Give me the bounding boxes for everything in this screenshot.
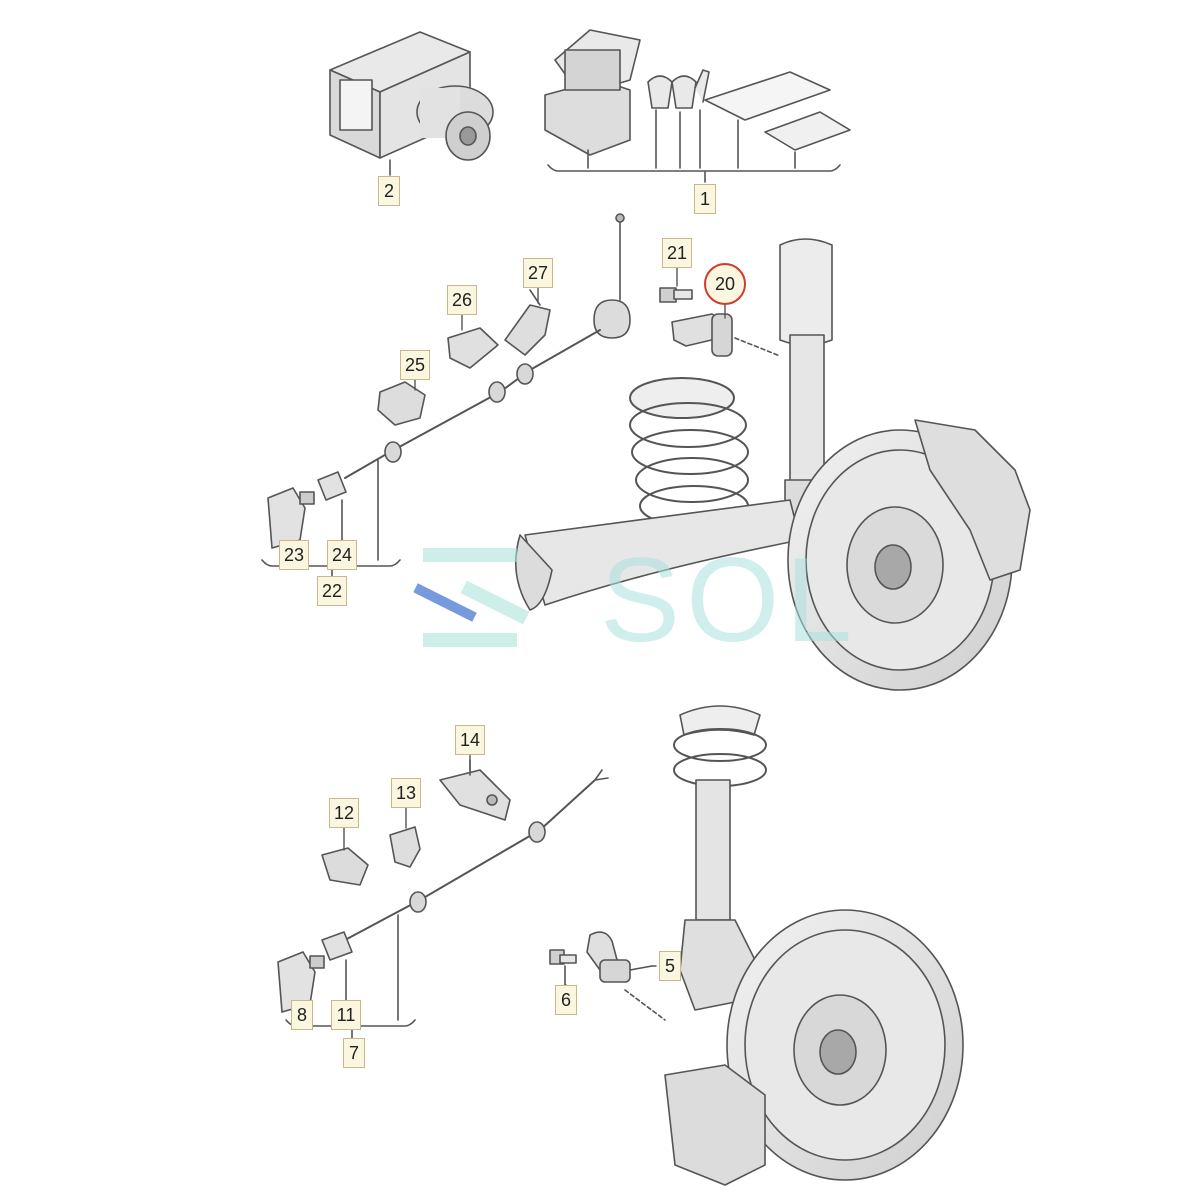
watermark-text: SOL — [600, 533, 859, 667]
rear-wire-harness — [261, 213, 631, 579]
rear-shock-absorber — [779, 238, 833, 521]
rear-coil-spring — [629, 377, 749, 527]
rear-speed-sensor — [671, 313, 781, 357]
callout-rear-wire-harness: 22 — [317, 576, 347, 606]
watermark-logo-mark — [413, 548, 530, 647]
control-unit-kit — [544, 29, 851, 183]
callout-clip-26: 26 — [447, 285, 477, 315]
callout-bolt-front: 6 — [555, 985, 577, 1015]
callout-bolt-rear: 21 — [662, 238, 692, 268]
callout-abs-unit: 2 — [378, 176, 400, 206]
rear-clip-25 — [377, 381, 426, 426]
rear-sensor-bolt — [659, 287, 693, 303]
callout-connector-8: 8 — [291, 1000, 313, 1030]
callout-rear-speed-sensor: 20 — [704, 263, 746, 305]
callout-control-unit-kit: 1 — [694, 184, 716, 214]
front-strut-assembly — [673, 705, 767, 1011]
front-sensor-bolt — [549, 949, 577, 986]
callout-leaders — [343, 267, 726, 991]
abs-hydraulic-unit — [329, 31, 494, 176]
front-wire-harness — [285, 769, 609, 1039]
rear-clip-26 — [447, 327, 499, 369]
rear-brake-disc — [787, 419, 1031, 691]
callout-clip-13: 13 — [391, 778, 421, 808]
callout-connector-23: 23 — [279, 540, 309, 570]
callout-front-speed-sensor: 5 — [659, 951, 681, 981]
front-connector-8 — [277, 951, 325, 1013]
front-brake-disc — [664, 909, 964, 1186]
callout-plug-24: 24 — [327, 540, 357, 570]
callout-plug-11: 11 — [331, 1000, 361, 1030]
rear-connector-23 — [267, 487, 315, 549]
rear-clip-27 — [504, 289, 551, 356]
callout-clip-27: 27 — [523, 258, 553, 288]
front-clip-13 — [389, 826, 421, 868]
callout-bracket-14: 14 — [455, 725, 485, 755]
callout-clip-25: 25 — [400, 350, 430, 380]
front-bracket-14 — [439, 759, 511, 821]
front-speed-sensor — [586, 931, 666, 1021]
front-clip-12 — [321, 847, 369, 886]
callout-clip-12: 12 — [329, 798, 359, 828]
callout-front-wire-harness: 7 — [343, 1038, 365, 1068]
